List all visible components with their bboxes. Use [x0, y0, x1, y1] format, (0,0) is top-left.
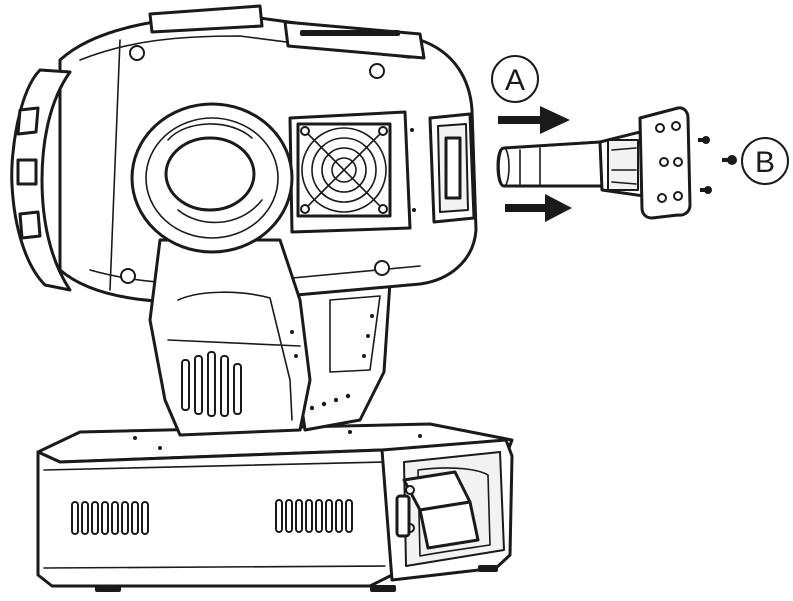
callout-a: A — [491, 55, 539, 103]
mounting-screws — [698, 136, 737, 194]
screw-icon — [700, 186, 712, 194]
fixture-base — [36, 422, 514, 592]
screw-icon — [722, 155, 737, 165]
insertion-arrow-top — [498, 106, 570, 134]
yoke-vents — [181, 351, 242, 417]
insertion-arrow-bottom — [505, 194, 572, 222]
screw-icon — [698, 136, 710, 144]
callout-b-label: B — [755, 146, 775, 179]
fixture-yoke-front-arm — [148, 238, 351, 437]
cooling-fan — [296, 122, 392, 218]
callout-a-label: A — [505, 64, 525, 97]
base-vent-right — [275, 499, 353, 533]
base-vent-left — [71, 501, 149, 535]
tilt-pivot-hub — [130, 102, 294, 254]
callout-b: B — [741, 137, 789, 185]
lamp-assembly — [496, 106, 692, 220]
